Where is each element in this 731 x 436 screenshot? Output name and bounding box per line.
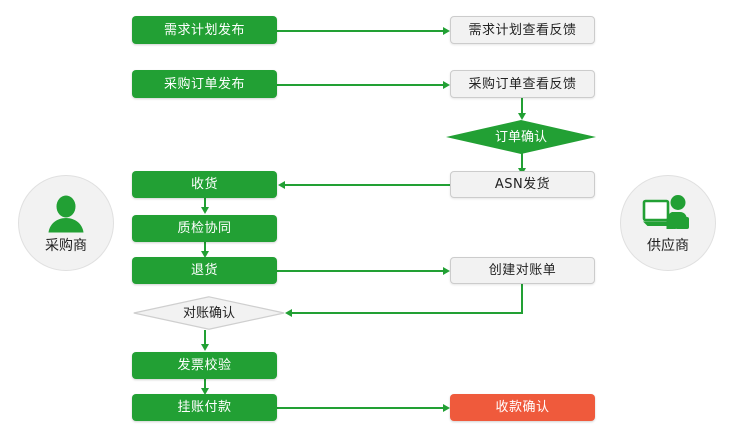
edge-demand-plan (277, 30, 443, 32)
node-asn-ship[interactable]: ASN发货 (450, 171, 595, 198)
actor-supplier[interactable]: 供应商 (620, 175, 716, 271)
edge-demand-plan-arrow (443, 26, 450, 35)
edge-statement-left (292, 312, 523, 314)
node-label: 采购订单查看反馈 (468, 76, 577, 92)
edge-qc-to-return-arrow (200, 251, 209, 258)
edge-po-to-confirm-arrow (517, 113, 526, 120)
edge-asn-to-receive (285, 184, 450, 186)
node-invoice-verify[interactable]: 发票校验 (132, 352, 277, 379)
node-order-confirm[interactable]: 订单确认 (446, 120, 596, 154)
node-demand-plan-publish[interactable]: 需求计划发布 (132, 16, 277, 44)
actor-label: 供应商 (647, 238, 689, 254)
actor-label: 采购商 (45, 238, 87, 254)
edge-return-to-statement (277, 270, 443, 272)
edge-receive-to-qc (204, 198, 206, 209)
node-label: ASN发货 (494, 177, 551, 192)
node-po-feedback[interactable]: 采购订单查看反馈 (450, 70, 595, 98)
edge-payment-to-receipt (277, 407, 443, 409)
edge-confirm-to-invoice (204, 330, 206, 346)
node-label: 需求计划查看反馈 (468, 22, 577, 38)
node-label: 需求计划发布 (163, 22, 245, 38)
node-return-goods[interactable]: 退货 (132, 257, 277, 284)
node-label: 订单确认 (494, 129, 547, 145)
node-receipt-confirm[interactable]: 收款确认 (450, 394, 595, 421)
edge-invoice-to-payment-arrow (200, 388, 209, 395)
node-quality-collab[interactable]: 质检协同 (132, 215, 277, 242)
edge-statement-to-confirm-arrow (285, 308, 292, 317)
node-label: 采购订单发布 (163, 76, 245, 92)
edge-qc-to-return (204, 242, 206, 253)
node-create-statement[interactable]: 创建对账单 (450, 257, 595, 284)
actor-buyer[interactable]: 采购商 (18, 175, 114, 271)
node-label: 质检协同 (177, 221, 232, 236)
person-at-computer-icon (642, 195, 689, 229)
edge-po-publish (277, 84, 443, 86)
node-label: 创建对账单 (488, 263, 557, 278)
node-label: 挂账付款 (177, 400, 232, 415)
node-label: 发票校验 (177, 358, 232, 373)
diamond-shape-icon (133, 296, 285, 330)
edge-invoice-to-payment (204, 379, 206, 390)
node-label: 对账确认 (182, 305, 235, 321)
edge-po-to-confirm (521, 98, 523, 115)
edge-payment-to-receipt-arrow (443, 403, 450, 412)
person-avatar-icon (48, 195, 84, 233)
node-label: 收款确认 (495, 400, 550, 415)
node-receive-goods[interactable]: 收货 (132, 171, 277, 198)
node-label: 退货 (190, 263, 218, 278)
node-po-publish[interactable]: 采购订单发布 (132, 70, 277, 98)
edge-confirm-to-asn (521, 153, 523, 170)
node-statement-confirm[interactable]: 对账确认 (133, 296, 285, 330)
edge-receive-to-qc-arrow (200, 207, 209, 214)
node-label: 收货 (190, 177, 218, 192)
edge-return-to-statement-arrow (443, 266, 450, 275)
node-payable-payment[interactable]: 挂账付款 (132, 394, 277, 421)
edge-confirm-to-invoice-arrow (200, 344, 209, 351)
node-demand-plan-feedback[interactable]: 需求计划查看反馈 (450, 16, 595, 44)
edge-asn-to-receive-arrow (278, 180, 285, 189)
edge-po-publish-arrow (443, 80, 450, 89)
edge-statement-down (521, 284, 523, 314)
diamond-shape-icon (446, 120, 596, 154)
